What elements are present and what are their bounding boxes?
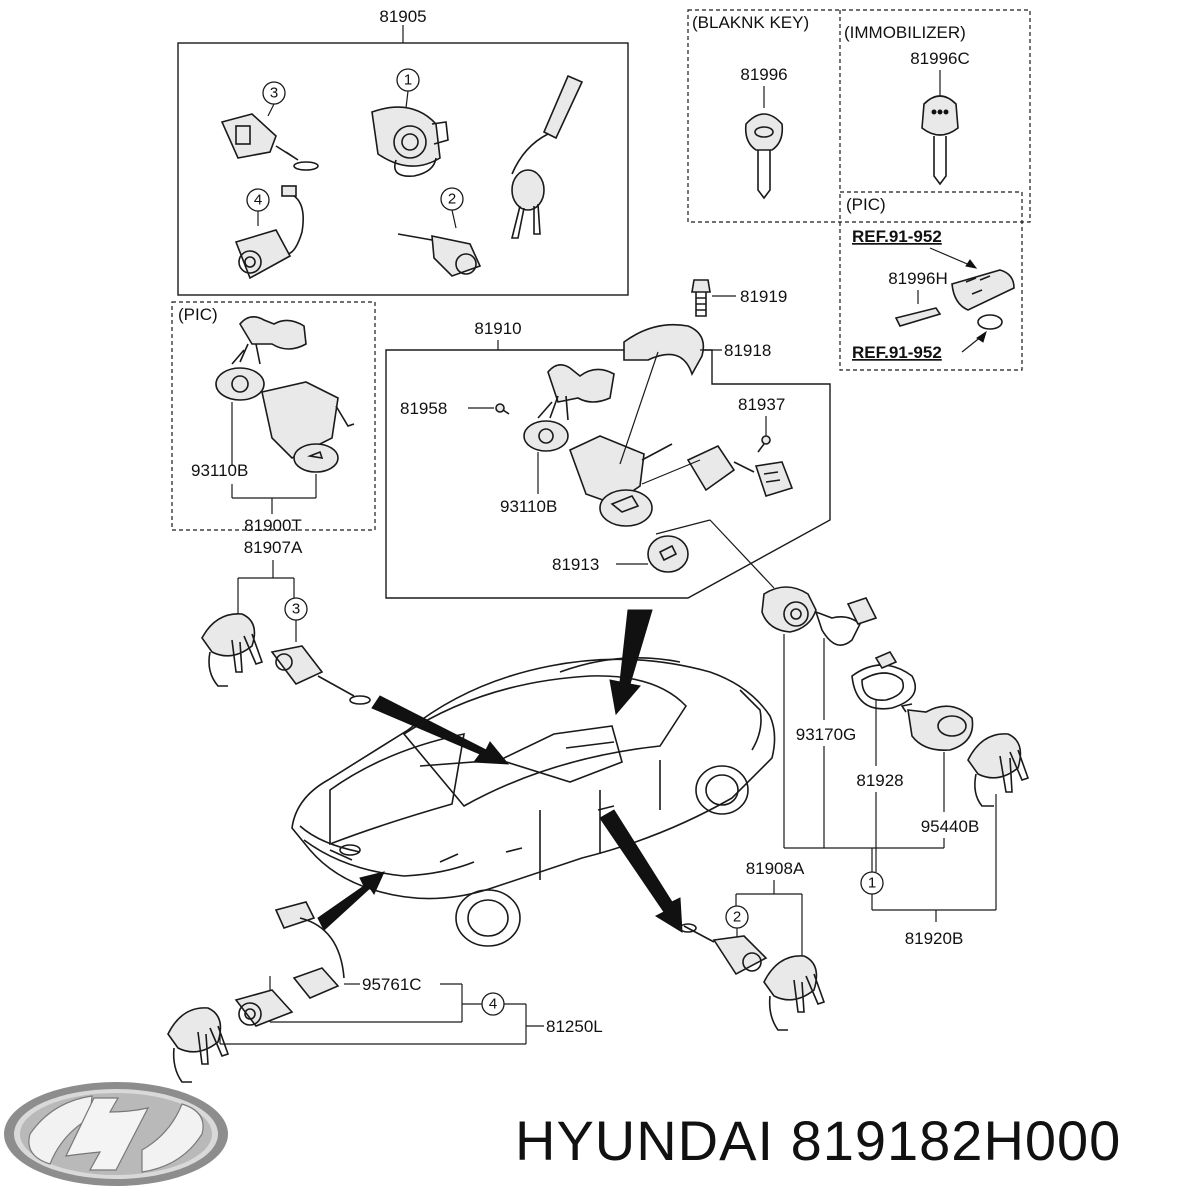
label-95761c: 95761C <box>362 975 422 994</box>
label-81913: 81913 <box>552 555 599 574</box>
car-drawing <box>291 656 776 947</box>
cap-81913-drawing <box>647 535 689 573</box>
hyundai-logo <box>4 1082 228 1186</box>
key-fob-trunk-drawing <box>167 1007 230 1083</box>
coil-95440b-drawing <box>900 703 974 752</box>
label-95440b: 95440B <box>921 817 980 836</box>
door-cylinder-left-drawing <box>270 645 371 705</box>
label-81905: 81905 <box>379 7 426 26</box>
label-81996c: 81996C <box>910 49 970 68</box>
label-81919: 81919 <box>740 287 787 306</box>
immobilizer-key-drawing <box>921 95 959 186</box>
group-81250l: 95761C 4 81250L <box>167 901 603 1083</box>
screw-81937-drawing <box>757 435 771 453</box>
callout-2-top: 2 <box>448 191 456 208</box>
callout-3-top: 3 <box>270 85 278 102</box>
lock-switch-drawing <box>761 586 878 646</box>
label-blank-key: (BLAKNK KEY) <box>692 13 809 32</box>
label-81937: 81937 <box>738 395 785 414</box>
door-lock-rod-drawing <box>397 233 482 277</box>
label-81920b: 81920B <box>905 929 964 948</box>
immobilizer-module-drawing <box>686 444 794 497</box>
label-pic-left: (PIC) <box>178 305 218 324</box>
callout-3-left: 3 <box>292 601 300 618</box>
key-box: (BLAKNK KEY) (IMMOBILIZER) 81996 81996C … <box>687 9 1031 371</box>
group-81900t: (PIC) 93110B 81900T 81907A <box>171 301 376 578</box>
label-ref-bottom: REF.91-952 <box>852 343 942 362</box>
group-81910: 81910 81919 81918 81958 81937 <box>385 279 831 599</box>
left-door-parts: 3 <box>201 577 371 705</box>
bolt-81919-drawing <box>691 279 711 317</box>
group-81908a: 81908A 2 <box>679 859 826 1031</box>
callout-2-bottom: 2 <box>733 909 741 926</box>
pointer-arrows <box>317 609 683 933</box>
key-fob-left-drawing <box>201 613 264 687</box>
label-81250l: 81250L <box>546 1017 603 1036</box>
bracket-81918-drawing <box>623 323 705 376</box>
ignition-lock-drawing <box>371 106 449 177</box>
label-81996h: 81996H <box>888 269 948 288</box>
callout-4-top: 4 <box>254 192 262 209</box>
label-81908a: 81908A <box>746 859 805 878</box>
label-ref-top: REF.91-952 <box>852 227 942 246</box>
label-81918: 81918 <box>724 341 771 360</box>
ring-81928-drawing <box>851 650 917 710</box>
door-lock-cylinder-drawing <box>220 113 319 171</box>
ignition-cylinder-left-drawing <box>215 316 355 473</box>
label-81907a: 81907A <box>244 538 303 557</box>
key-with-fob-drawing <box>510 74 584 239</box>
key-fob-right-drawing <box>967 733 1030 807</box>
door-cylinder-rear-drawing <box>679 923 768 976</box>
callout-4-bottom: 4 <box>489 996 497 1013</box>
label-93110b-left: 93110B <box>191 461 248 480</box>
label-81900t: 81900T <box>244 516 302 535</box>
label-pic-top: (PIC) <box>846 195 886 214</box>
right-parts: 93170G 81928 95440B 1 <box>761 586 1030 948</box>
label-81958: 81958 <box>400 399 447 418</box>
label-93170g: 93170G <box>796 725 857 744</box>
label-81996: 81996 <box>740 65 787 84</box>
callout-1-top: 1 <box>404 72 412 89</box>
group-81905: 81905 3 1 4 <box>177 7 629 296</box>
label-immobilizer: (IMMOBILIZER) <box>844 23 966 42</box>
callout-1-right: 1 <box>868 875 876 892</box>
smart-fob-drawing <box>894 269 1015 330</box>
trunk-cylinder-drawing <box>234 989 294 1027</box>
label-81910: 81910 <box>474 319 521 338</box>
trunk-lock-drawing <box>234 185 304 280</box>
label-93110b-center: 93110B <box>500 497 557 516</box>
footer-part-number: HYUNDAI 819182H000 <box>515 1109 1122 1172</box>
key-fob-rear-drawing <box>763 955 826 1031</box>
screw-81958-drawing <box>495 403 510 415</box>
blank-key-drawing <box>744 113 784 200</box>
label-81928: 81928 <box>856 771 903 790</box>
trunk-lamp-drawing <box>274 901 345 999</box>
ignition-cylinder-center-drawing <box>523 364 673 527</box>
